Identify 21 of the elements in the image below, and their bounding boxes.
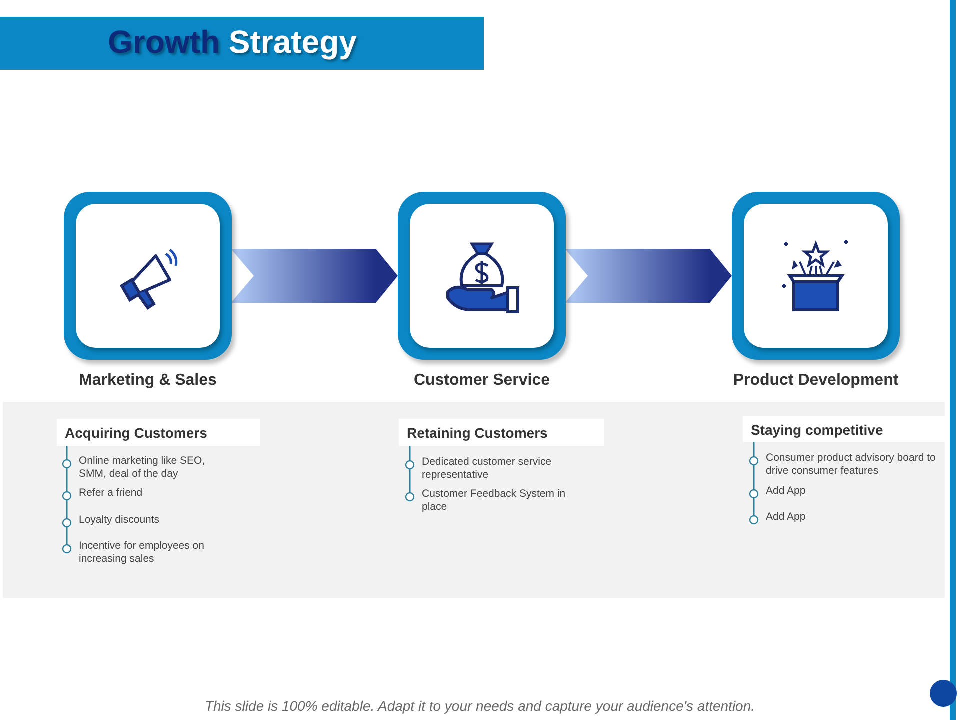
list-item: Loyalty discounts [79, 514, 161, 527]
list-item: Add App [766, 511, 807, 524]
chevron-arrow [566, 249, 732, 303]
list-item: Customer Feedback System in place [422, 488, 567, 514]
list-item: Add App [766, 485, 807, 498]
list-item: Online marketing like SEO, SMM, deal of the day [79, 455, 206, 481]
list-heading: Staying competitive [743, 416, 945, 442]
list-item: Consumer product advisory board to drive consumer features [766, 452, 937, 478]
chevron-arrow [232, 249, 398, 303]
list-item: Refer a friend [79, 487, 144, 500]
footer-note: This slide is 100% editable. Adapt it to your needs and capture your audience's attention. [204, 698, 756, 714]
list-item: Dedicated customer service representative [422, 456, 553, 482]
list-item: Incentive for employees on increasing sales [79, 540, 206, 566]
step-heading: Customer Service [412, 372, 552, 390]
step-heading: Marketing & Sales [78, 372, 218, 390]
step-heading: Product Development [732, 372, 900, 390]
title: Growth Strategy [108, 24, 357, 61]
node-label: Staying competitive [751, 422, 884, 438]
list-heading: Acquiring Customers [57, 419, 260, 446]
list-heading: Retaining Customers [399, 419, 604, 446]
content-panel [3, 402, 945, 598]
